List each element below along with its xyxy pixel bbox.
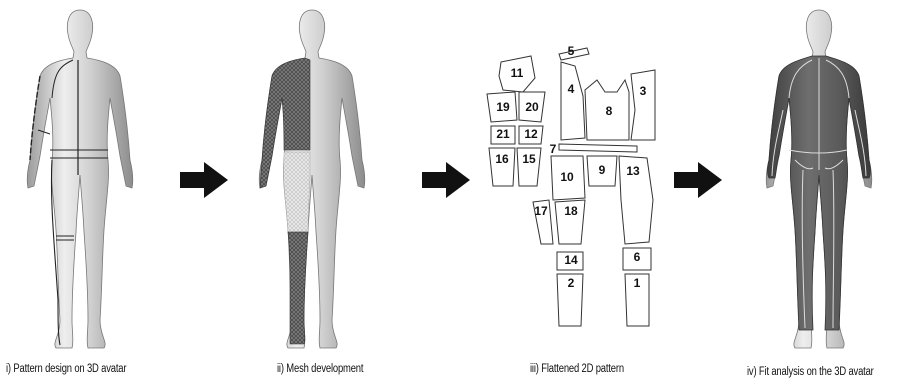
piece-label-5: 5 — [568, 44, 575, 58]
piece-label-17: 17 — [534, 204, 548, 218]
piece-label-14: 14 — [564, 253, 578, 267]
piece-label-15: 15 — [522, 152, 536, 166]
right-arrow-icon — [420, 160, 472, 200]
panel-flattened-pattern: 5 11 19 20 21 12 16 15 4 8 3 7 10 9 13 1… — [475, 0, 675, 380]
piece-label-3: 3 — [640, 84, 647, 98]
piece-label-8: 8 — [606, 104, 613, 118]
caption-mesh-development: ii) Mesh development — [277, 363, 363, 375]
piece-label-12: 12 — [524, 127, 538, 141]
panel-fit-analysis: iv) Fit analysis on the 3D avatar — [735, 0, 900, 380]
right-arrow-icon — [672, 160, 724, 200]
piece-label-6: 6 — [634, 250, 641, 264]
avatar-fit-figure — [735, 0, 900, 360]
piece-label-13: 13 — [626, 164, 640, 178]
piece-label-11: 11 — [511, 66, 524, 80]
panel-pattern-design: i) Pattern design on 3D avatar — [0, 0, 170, 380]
piece-label-7: 7 — [550, 142, 557, 156]
piece-label-20: 20 — [525, 100, 539, 114]
flattened-pattern-figure: 5 11 19 20 21 12 16 15 4 8 3 7 10 9 13 1… — [475, 0, 675, 360]
piece-label-21: 21 — [496, 127, 510, 141]
avatar-pattern-design-figure — [0, 0, 170, 360]
piece-label-9: 9 — [599, 163, 606, 177]
caption-pattern-design: i) Pattern design on 3D avatar — [6, 363, 126, 375]
piece-label-4: 4 — [568, 82, 575, 96]
pattern-piece-7 — [559, 144, 637, 152]
piece-label-10: 10 — [560, 170, 574, 184]
caption-flattened-pattern: iii) Flattened 2D pattern — [530, 363, 624, 375]
piece-label-1: 1 — [634, 276, 641, 290]
caption-fit-analysis: iv) Fit analysis on the 3D avatar — [747, 366, 874, 378]
piece-label-18: 18 — [564, 204, 578, 218]
piece-label-2: 2 — [568, 276, 575, 290]
piece-label-19: 19 — [496, 100, 510, 114]
piece-label-16: 16 — [495, 152, 509, 166]
pattern-piece-4 — [561, 62, 585, 140]
avatar-mesh-figure — [230, 0, 400, 360]
right-arrow-icon — [178, 160, 230, 200]
panel-mesh-development: ii) Mesh development — [230, 0, 400, 380]
pattern-piece-3 — [631, 70, 655, 140]
